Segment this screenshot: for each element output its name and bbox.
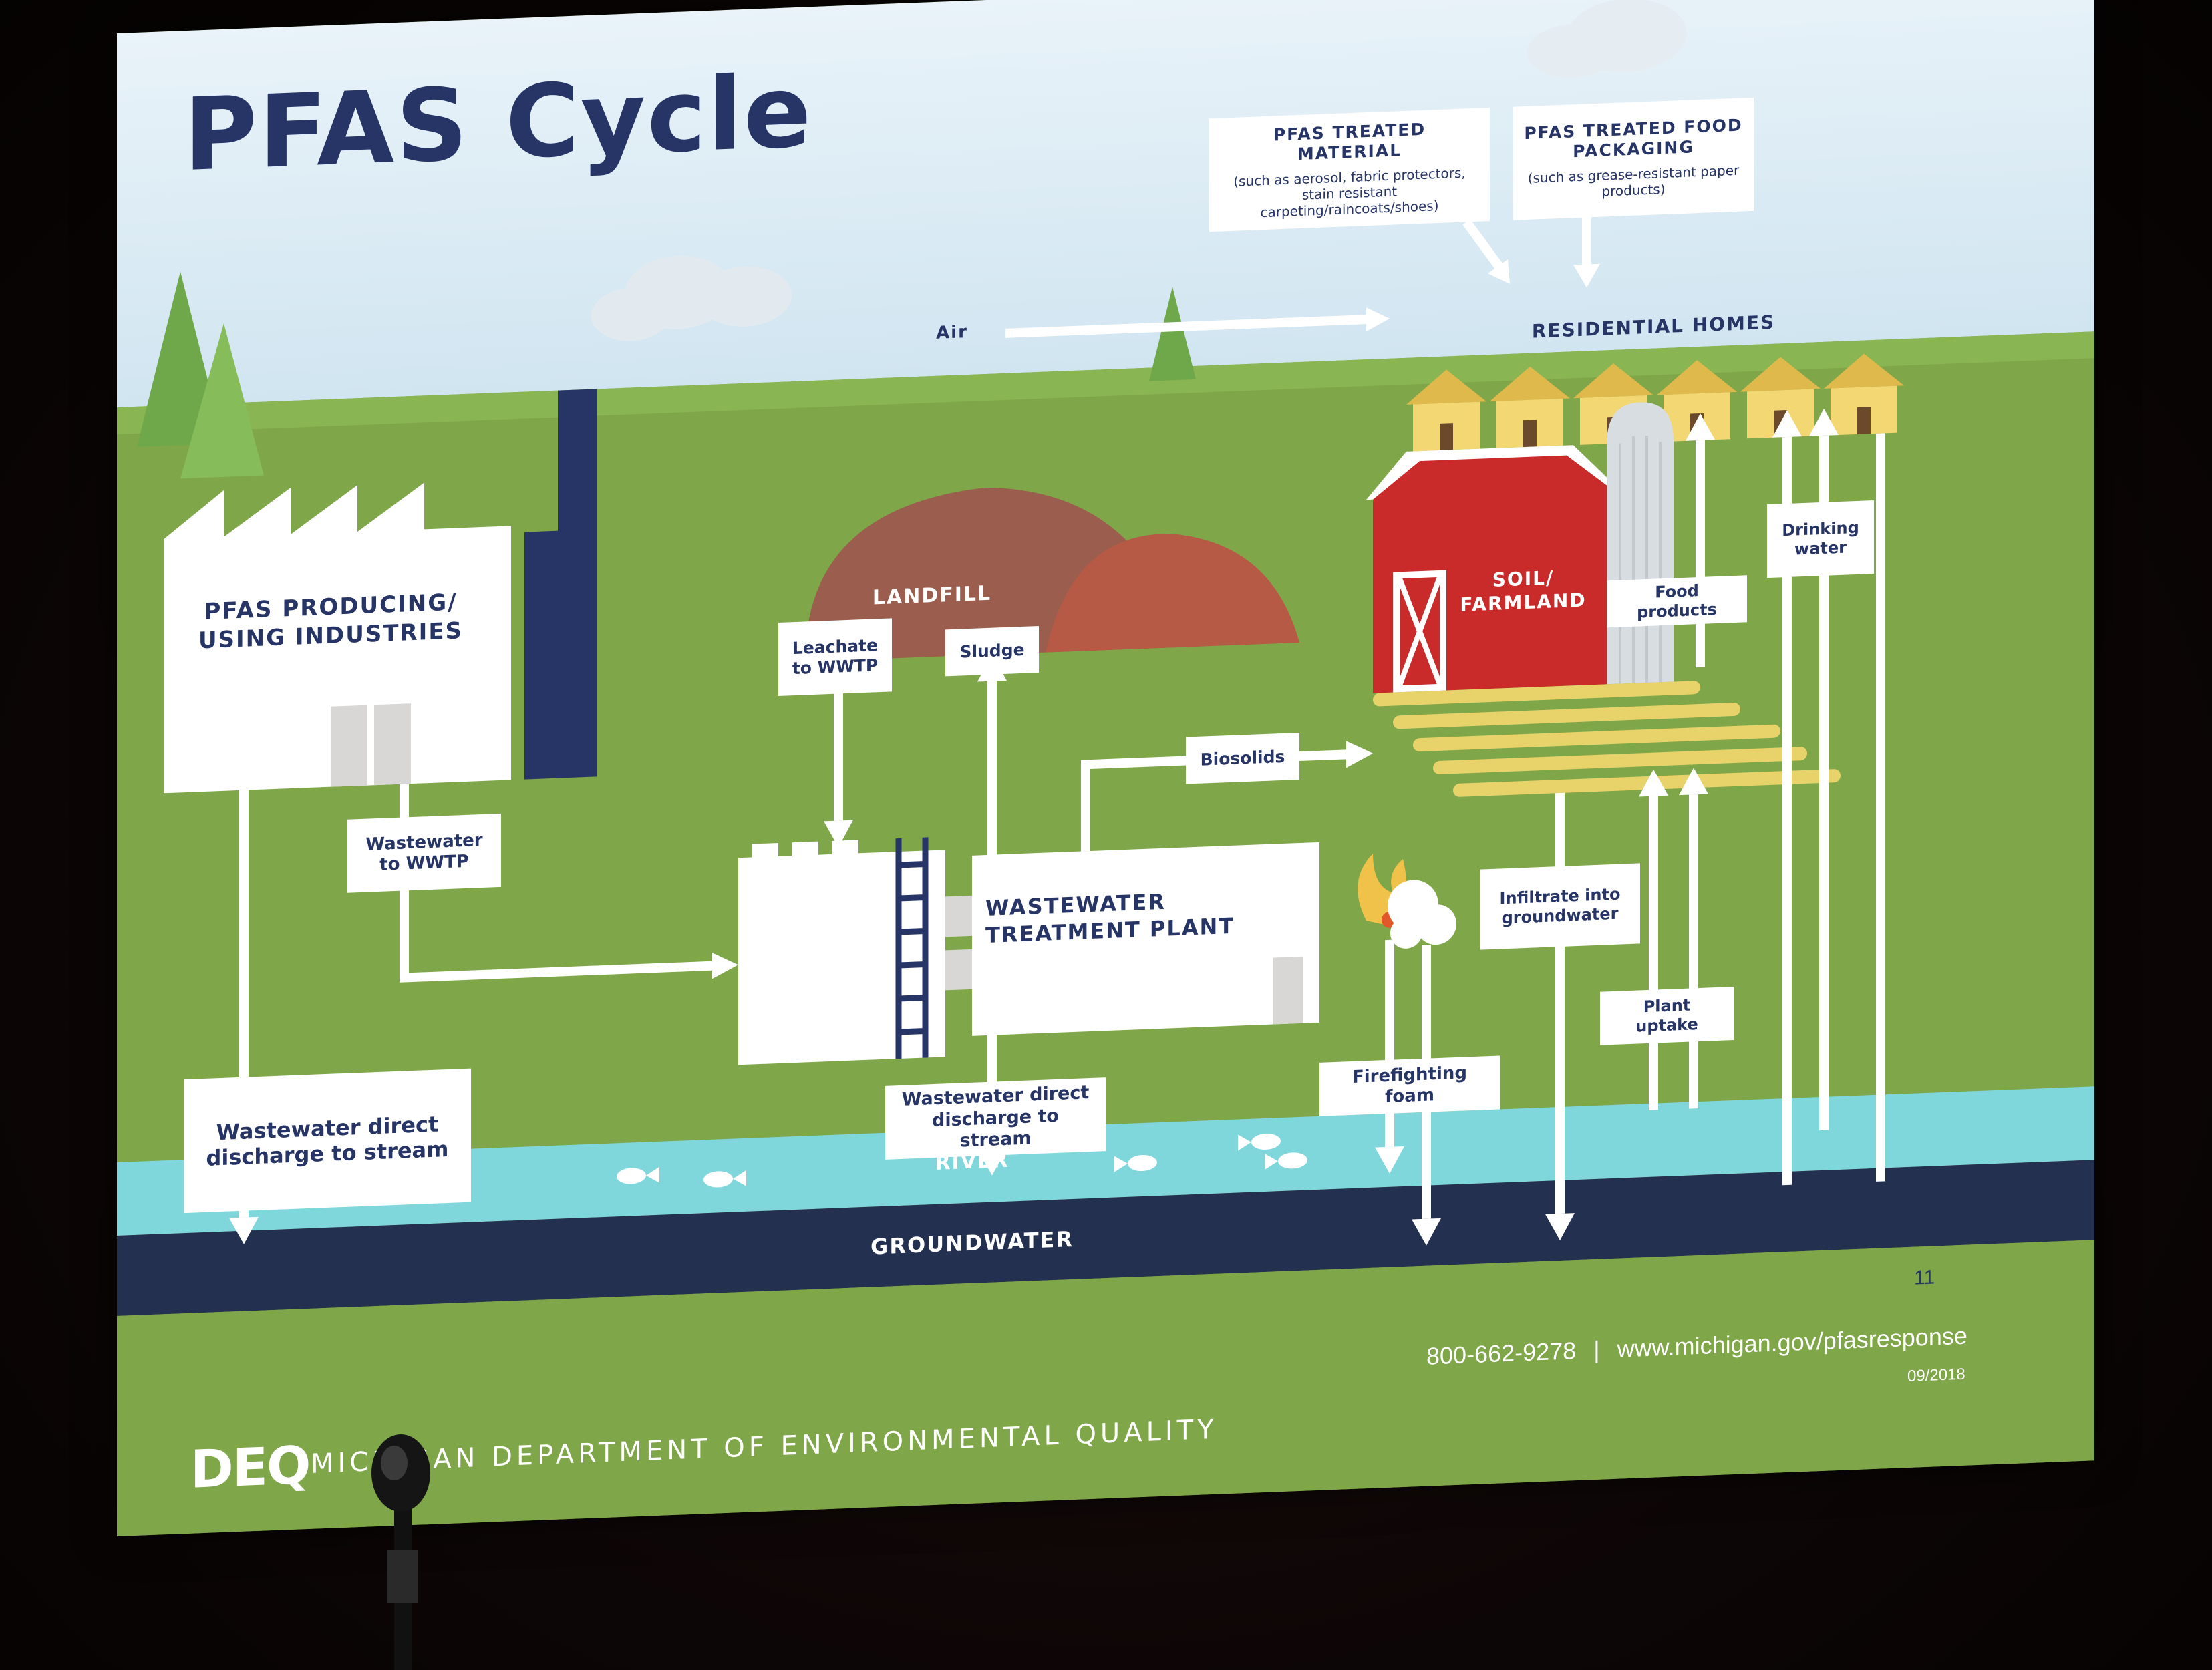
factory-building <box>164 526 511 794</box>
groundwater <box>117 1160 2094 1316</box>
river <box>117 1086 2094 1236</box>
ladder-icon <box>895 837 929 1059</box>
landfill-mound <box>1046 534 1299 653</box>
fish-icon <box>617 1166 659 1184</box>
house-icon <box>1406 369 1486 452</box>
pfas-cycle-slide: PFAS Cycle PFAS TREATED MATERIAL (such a… <box>117 0 2094 1536</box>
wwtp-tank <box>738 850 945 1065</box>
footer-grass <box>117 1240 2094 1536</box>
microphone-icon <box>371 1434 430 1670</box>
house-icon <box>1490 366 1570 448</box>
cloud-icon <box>591 255 792 341</box>
fish-icon <box>1238 1133 1281 1151</box>
wwtp-building <box>972 842 1319 1036</box>
smokestack <box>558 389 597 778</box>
tree-icon <box>180 323 264 479</box>
grass-band <box>117 331 2094 434</box>
fish-icon <box>703 1170 746 1188</box>
factory-door <box>331 705 367 787</box>
foam-icon <box>1388 880 1456 949</box>
tree-icon <box>1149 287 1196 381</box>
factory-door <box>374 703 411 786</box>
fish-icon <box>1265 1152 1307 1170</box>
house-icon <box>1824 353 1904 436</box>
cloud-icon <box>1527 0 1687 78</box>
fish-icon <box>1114 1155 1157 1172</box>
smokestack <box>524 530 558 780</box>
